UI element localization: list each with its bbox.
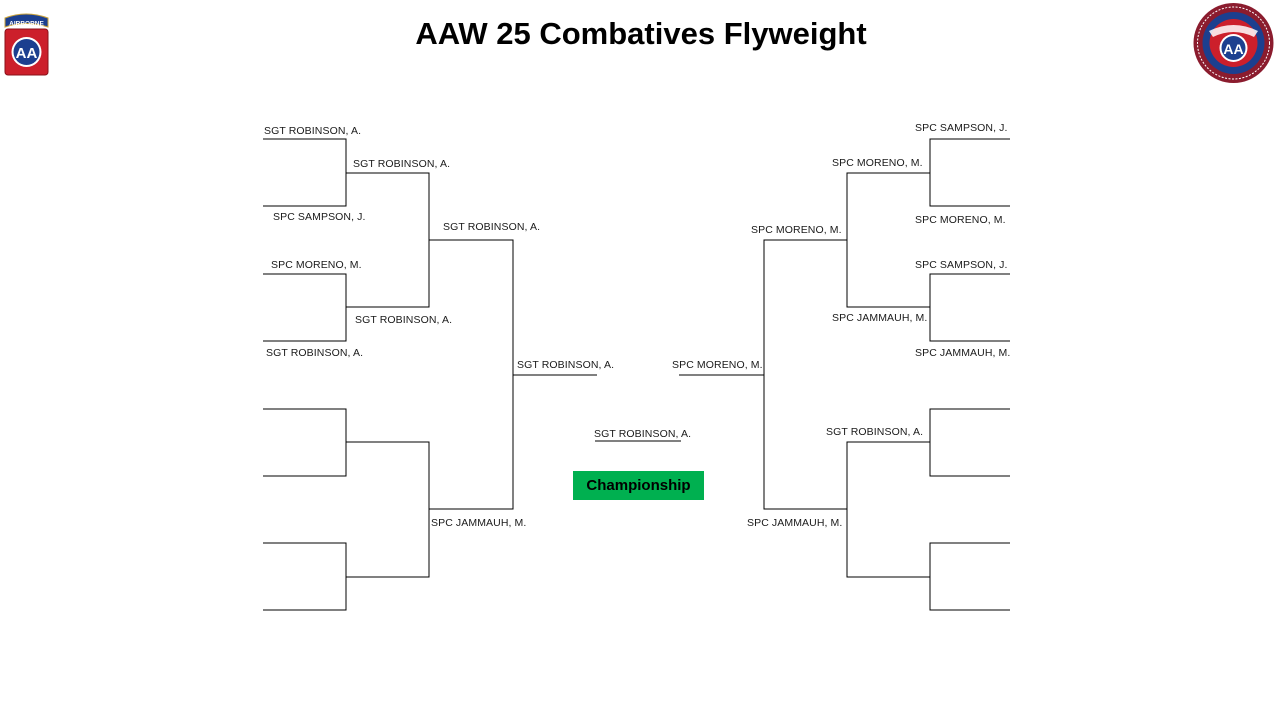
right-r1-match-2	[929, 273, 1010, 342]
left-r1-match-1	[263, 138, 347, 207]
right-sf-match	[763, 239, 847, 510]
right-r2-name-1: SPC MORENO, M.	[832, 157, 923, 169]
all-american-week-seal-icon: AA	[1193, 3, 1274, 83]
left-final-name: SGT ROBINSON, A.	[517, 359, 615, 371]
right-r1-match-4	[929, 542, 1010, 611]
right-r2-match-1	[846, 172, 930, 308]
seal-aa-letters: AA	[1223, 41, 1243, 57]
left-sf-match	[429, 239, 514, 510]
left-r2-name-1: SGT ROBINSON, A.	[353, 158, 451, 170]
right-r1-name-1: SPC SAMPSON, J.	[915, 122, 1008, 134]
left-r1-match-2	[263, 273, 347, 342]
champion-name: SGT ROBINSON, A.	[594, 428, 692, 440]
left-r1-match-3	[263, 408, 347, 477]
right-r1-name-3: SPC SAMPSON, J.	[915, 259, 1008, 271]
left-r2-name-2: SGT ROBINSON, A.	[355, 314, 453, 326]
left-r1-name-3: SPC MORENO, M.	[271, 259, 362, 271]
right-final-name: SPC MORENO, M.	[672, 359, 763, 371]
page-title: AAW 25 Combatives Flyweight	[415, 16, 867, 51]
left-r1-name-4: SGT ROBINSON, A.	[266, 347, 364, 359]
left-r2-match-2	[346, 441, 430, 578]
left-r2-name-3: SPC JAMMAUH, M.	[431, 517, 527, 529]
championship-label: Championship	[573, 471, 704, 500]
right-r1-name-2: SPC MORENO, M.	[915, 214, 1006, 226]
right-r1-name-4: SPC JAMMAUH, M.	[915, 347, 1011, 359]
right-r2-name-4: SPC JAMMAUH, M.	[747, 517, 843, 529]
airborne-tab-text: AIRBORNE	[9, 21, 44, 28]
right-r2-match-2	[846, 441, 930, 578]
right-r2-name-3: SGT ROBINSON, A.	[826, 426, 924, 438]
right-r2-name-2: SPC JAMMAUH, M.	[832, 312, 928, 324]
right-r1-match-1	[929, 138, 1010, 207]
left-r1-name-1: SGT ROBINSON, A.	[264, 125, 362, 137]
right-sf-name: SPC MORENO, M.	[751, 224, 842, 236]
right-r1-match-3	[929, 408, 1010, 477]
airborne-aa-patch-icon: AIRBORNE AA	[4, 13, 49, 76]
left-r1-name-2: SPC SAMPSON, J.	[273, 211, 366, 223]
aa-letters: AA	[16, 45, 38, 62]
left-sf-name: SGT ROBINSON, A.	[443, 221, 541, 233]
left-r2-match-1	[346, 172, 430, 308]
left-r1-match-4	[263, 542, 347, 611]
